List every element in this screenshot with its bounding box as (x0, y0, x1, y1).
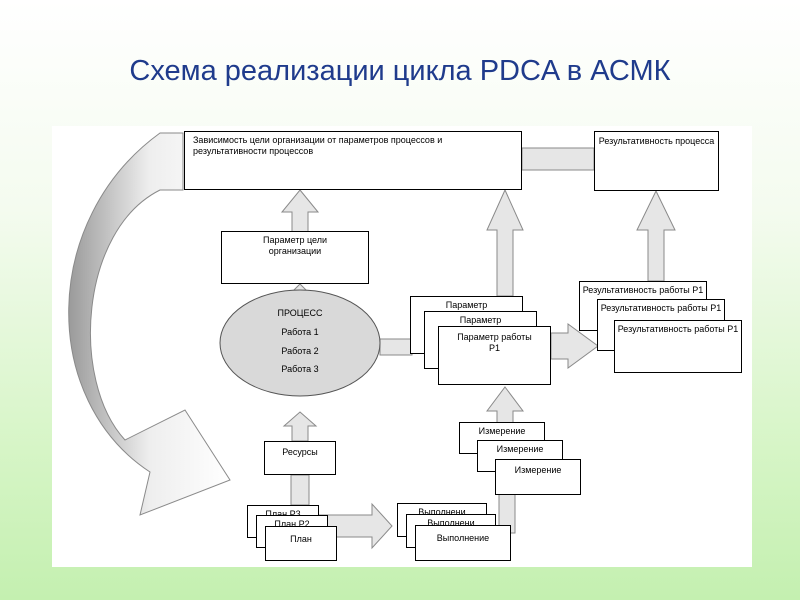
process-item-1: Работа 1 (281, 327, 319, 337)
result-text-1: Результативность работы Р1 (582, 285, 704, 295)
param-text-3: Параметр работы Р1 (457, 332, 532, 353)
plan-text-3: План (290, 534, 312, 544)
process-right-arrow (379, 338, 413, 356)
measure-text-1: Измерение (478, 426, 526, 436)
process-result-text: Результативность процесса (598, 136, 715, 146)
goal-dependency-text: Зависимость цели организации от параметр… (193, 135, 443, 156)
execution-text-2: Выполнени (427, 518, 475, 528)
param-box-3: Параметр работы Р1 (438, 326, 551, 385)
process-ellipse (219, 289, 381, 397)
process-result-box: Результативность процесса (594, 131, 719, 191)
param-text-2: Параметр (459, 315, 502, 325)
result-text-2: Результативность работы Р1 (600, 303, 722, 313)
result-box-3: Результативность работы Р1 (614, 320, 742, 373)
execution-text-3: Выполнение (436, 533, 490, 543)
plan-up-arrow (290, 474, 310, 506)
measure-text-2: Измерение (496, 444, 544, 454)
execution-box-3: Выполнение (415, 525, 511, 561)
process-title: ПРОЦЕСС (277, 308, 323, 318)
param-text-1: Параметр (445, 300, 488, 310)
plan-box-3: План (265, 526, 337, 561)
plan-text-1: План Р3 (265, 509, 301, 519)
resources-text: Ресурсы (282, 447, 318, 457)
execution-text-1: Выполнени (418, 507, 466, 517)
measure-text-3: Измерение (514, 465, 562, 475)
goal-dependency-box: Зависимость цели организации от параметр… (184, 131, 522, 190)
feedback-curved-arrow (68, 132, 231, 516)
measure-box-3: Измерение (495, 459, 581, 495)
process-item-2: Работа 2 (281, 346, 319, 356)
resources-box: Ресурсы (264, 441, 336, 475)
slide-title: Схема реализации цикла PDCA в АСМК (129, 55, 671, 87)
params-right-arrow (550, 323, 599, 369)
result-text-3: Результативность работы Р1 (617, 324, 739, 334)
process-item-3: Работа 3 (281, 364, 319, 374)
plan-text-2: План Р2 (274, 519, 310, 529)
top-connector-arrow (521, 147, 595, 171)
goal-param-box: Параметр цели организации (221, 231, 369, 284)
goal-param-text: Параметр цели организации (262, 235, 328, 256)
